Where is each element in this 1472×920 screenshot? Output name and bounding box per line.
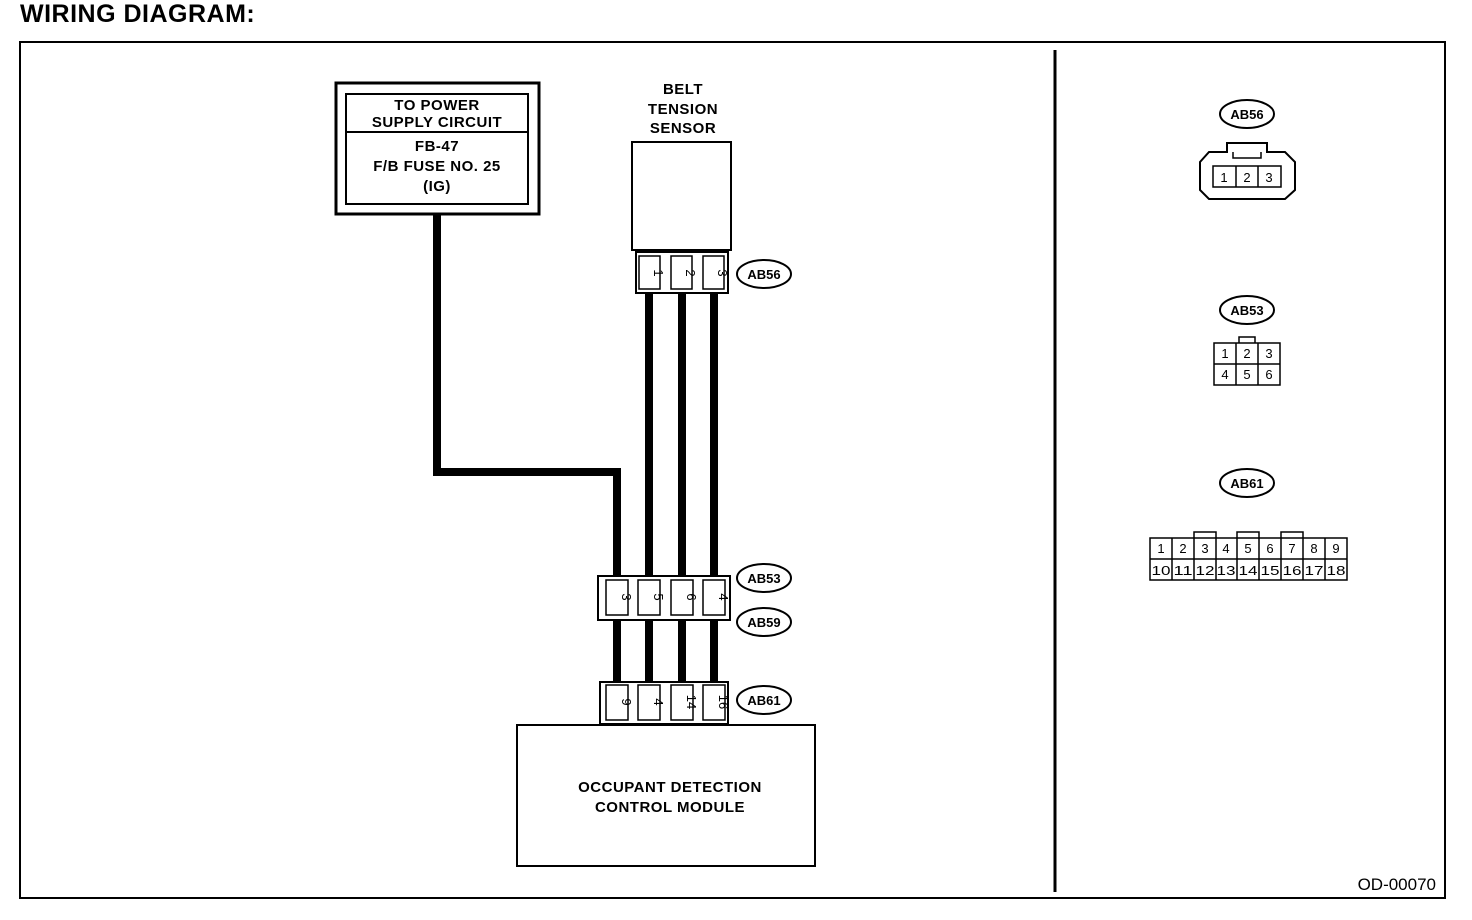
ab53-tag: AB53 [747,571,780,586]
sensor-label-line2: TENSION [648,101,718,118]
view-ab56-cell-1: 1 [1220,170,1227,185]
view-ab61-cell-6: 6 [1266,541,1273,556]
connector-view-ab53: AB53 1 2 3 4 5 6 [1213,295,1281,386]
view-ab61-cell-13: 13 [1217,563,1236,578]
sensor-label-line1: BELT [663,81,703,98]
view-ab61-cell-9: 9 [1332,541,1339,556]
view-ab53-cell-2: 2 [1243,346,1250,361]
ab59-tag: AB59 [747,615,780,630]
power-supply-box: TO POWER SUPPLY CIRCUIT FB-47 F/B FUSE N… [334,81,541,216]
power-supply-line5: (IG) [423,178,451,195]
view-ab61-cell-4: 4 [1222,541,1229,556]
ab56-pin-3: 3 [715,269,730,276]
power-supply-line1: TO POWER [394,97,479,114]
wires [433,214,718,684]
view-ab61-cell-1: 1 [1157,541,1164,556]
connector-ab53-ab59: 3 5 6 4 AB53 AB59 [597,563,792,637]
view-ab61-cell-17: 17 [1305,563,1324,578]
view-ab61-cell-14: 14 [1239,563,1258,578]
ab53-pin-5: 5 [651,593,666,600]
view-ab61-cell-16: 16 [1283,563,1302,578]
control-module-box: OCCUPANT DETECTION CONTROL MODULE [516,724,816,867]
view-ab61-tag: AB61 [1230,476,1263,491]
ab53-pin-3: 3 [619,593,634,600]
connector-view-ab56: AB56 1 2 3 [1199,99,1296,200]
ab53-pin-4: 4 [716,593,731,600]
belt-tension-sensor: BELT TENSION SENSOR [631,81,732,251]
figure-reference: OD-00070 [1358,875,1436,894]
module-label-line1: OCCUPANT DETECTION [578,779,762,796]
view-ab61-cell-3: 3 [1201,541,1208,556]
wire-power [433,214,621,580]
view-ab56-tag: AB56 [1230,107,1263,122]
view-ab53-cell-5: 5 [1243,367,1250,382]
power-supply-line4: F/B FUSE NO. 25 [373,158,501,175]
view-ab53-cell-4: 4 [1221,367,1228,382]
power-supply-line2: SUPPLY CIRCUIT [372,114,502,131]
connector-view-ab61: AB61 1 2 3 4 5 6 7 8 9 10 11 12 13 14 15… [1149,468,1348,581]
module-label-line2: CONTROL MODULE [595,799,745,816]
sensor-label-line3: SENSOR [650,120,716,137]
ab56-pin-2: 2 [683,269,698,276]
view-ab53-cell-1: 1 [1221,346,1228,361]
power-supply-line3: FB-47 [415,138,459,155]
connector-ab56: 1 2 3 AB56 [635,251,792,294]
view-ab56-cell-2: 2 [1243,170,1250,185]
view-ab61-cell-7: 7 [1288,541,1295,556]
view-ab61-cell-12: 12 [1196,563,1215,578]
view-ab56-cell-3: 3 [1265,170,1272,185]
ab61-pin-4: 4 [651,698,666,705]
view-ab61-cell-11: 11 [1174,563,1193,578]
ab53-pin-6: 6 [684,593,699,600]
view-ab61-cell-5: 5 [1244,541,1251,556]
view-ab53-tag: AB53 [1230,303,1263,318]
ab56-pin-1: 1 [651,269,666,276]
ab61-pin-9: 9 [619,698,634,705]
ab61-pin-16: 16 [716,695,731,709]
view-ab61-cell-10: 10 [1152,563,1171,578]
view-ab53-cell-6: 6 [1265,367,1272,382]
ab61-tag: AB61 [747,693,780,708]
view-ab61-cell-15: 15 [1261,563,1280,578]
view-ab61-cell-2: 2 [1179,541,1186,556]
ab61-pin-14: 14 [684,695,699,709]
view-ab53-cell-3: 3 [1265,346,1272,361]
connector-ab61: 9 4 14 16 AB61 [599,681,792,725]
view-ab61-cell-8: 8 [1310,541,1317,556]
page-title: WIRING DIAGRAM: [20,0,256,28]
view-ab61-cell-18: 18 [1327,563,1346,578]
diagram-frame [19,41,1446,899]
ab56-tag: AB56 [747,267,780,282]
